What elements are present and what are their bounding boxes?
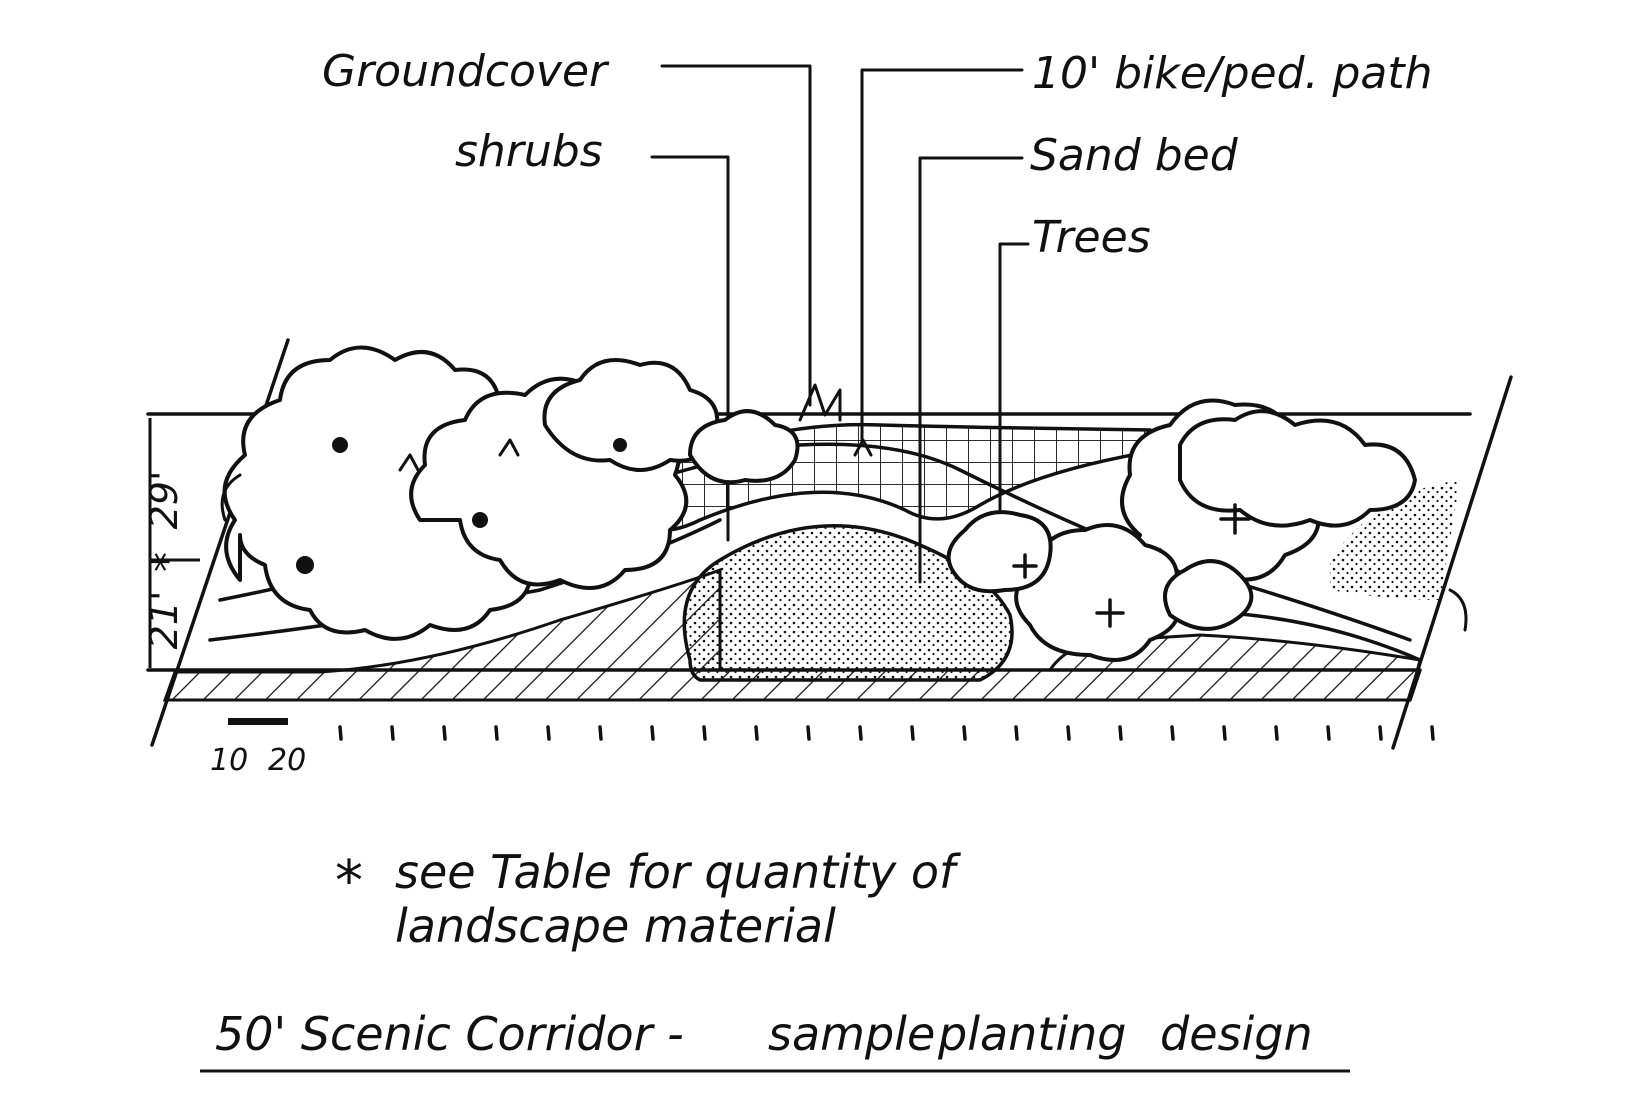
scale-tick	[702, 725, 707, 741]
diagram-title: 50' Scenic Corridor - sample planting de…	[200, 1007, 1350, 1073]
scale-tick	[546, 725, 551, 741]
sand-bed	[682, 524, 1014, 682]
scale-tick	[1014, 725, 1019, 741]
title-part-1: 50' Scenic Corridor -	[215, 1007, 684, 1061]
scale-tick	[1118, 725, 1123, 741]
scale-tick	[1222, 725, 1227, 741]
label-shrubs: shrubs	[455, 126, 603, 177]
scale-tick	[1066, 725, 1071, 741]
title-part-2: sample	[768, 1007, 935, 1061]
scale-tick	[1378, 725, 1383, 741]
label-sand-bed: Sand bed	[1030, 130, 1239, 181]
scale-tick	[1170, 725, 1175, 741]
shrub-tufts	[398, 383, 873, 472]
label-bike-path: 10' bike/ped. path	[1032, 48, 1433, 99]
title-part-4: design	[1160, 1007, 1313, 1061]
scale-tick	[338, 725, 343, 741]
scale-tick	[1274, 725, 1279, 741]
scale-tick	[806, 725, 811, 741]
title-part-3: planting	[937, 1007, 1127, 1061]
scale-tick	[442, 725, 447, 741]
scale-tick	[390, 725, 395, 741]
scale-10: 10	[210, 743, 248, 778]
scale-tick	[650, 725, 655, 741]
scale-tick	[1326, 725, 1331, 741]
tick-row	[338, 725, 1435, 741]
right-stipple	[1330, 480, 1460, 600]
scale-bar: 10 20	[210, 718, 306, 778]
note: * see Table for quantity of landscape ma…	[335, 845, 961, 953]
dim-29ft: 29'	[142, 471, 186, 530]
tree-canopies	[222, 345, 1417, 662]
note-line-1: see Table for quantity of	[395, 845, 961, 899]
groundcover-sprigs	[220, 473, 1468, 632]
scale-tick	[598, 725, 603, 741]
dim-separator: *	[145, 552, 191, 572]
label-trees: Trees	[1032, 212, 1151, 263]
note-line-2: landscape material	[395, 899, 836, 953]
scale-tick	[858, 725, 863, 741]
scale-tick	[754, 725, 759, 741]
scale-tick	[962, 725, 967, 741]
scale-tick	[910, 725, 915, 741]
scale-20: 20	[268, 743, 306, 778]
note-star: *	[335, 849, 363, 914]
tree-cross-markers	[1012, 503, 1251, 628]
scale-tick	[494, 725, 499, 741]
scale-tick	[1430, 725, 1435, 741]
label-groundcover: Groundcover	[322, 46, 610, 97]
dim-21ft: 21'	[142, 591, 186, 650]
dimension-annotations: 29' * 21'	[142, 418, 200, 668]
tree-markers	[296, 437, 627, 574]
